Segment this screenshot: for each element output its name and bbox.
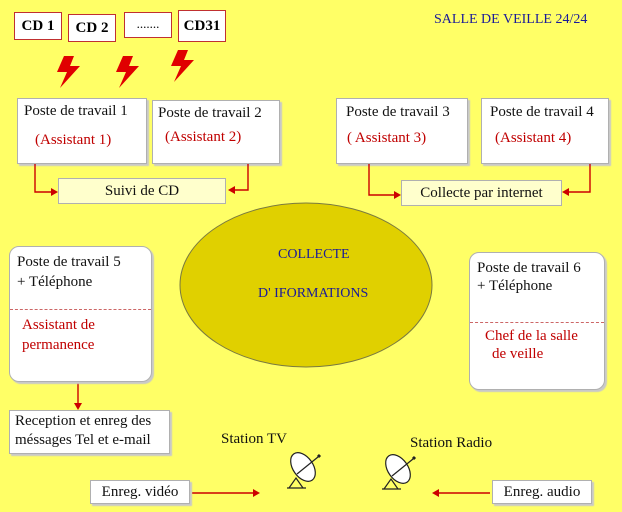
workstation-5: Poste de travail 5 + Téléphone Assistant… <box>9 246 152 382</box>
workstation-phone: + Téléphone <box>17 274 93 290</box>
reception-box: Reception et enreg des méssages Tel et e… <box>9 410 170 454</box>
enreg-audio-box: Enreg. audio <box>492 480 592 504</box>
workstation-role-line1: Chef de la salle <box>485 328 578 344</box>
cd-box-ellipsis: ....... <box>124 12 172 38</box>
workstation-label: Poste de travail 6 <box>477 260 581 276</box>
workstation-label: Poste de travail 2 <box>158 105 262 121</box>
bolt-icons <box>57 50 194 88</box>
page-title: SALLE DE VEILLE 24/24 <box>434 12 588 27</box>
bolt-icon <box>116 56 139 88</box>
reception-line1: Reception et enreg des <box>15 413 152 429</box>
dashed-divider <box>10 309 151 310</box>
collecte-internet-label: Collecte par internet <box>420 185 543 201</box>
station-radio-label: Station Radio <box>410 435 493 451</box>
center-label-line2: D' IFORMATIONS <box>258 286 369 301</box>
cd-box-2: CD 2 <box>68 14 116 42</box>
satellite-dish-icon-tv <box>287 452 322 489</box>
suivi-cd-box: Suivi de CD <box>58 178 226 204</box>
connector-arrows <box>34 164 591 494</box>
reception-line2: méssages Tel et e-mail <box>15 432 151 448</box>
collecte-internet-box: Collecte par internet <box>401 180 562 206</box>
collecte-ellipse <box>179 202 433 368</box>
workstation-label: Poste de travail 3 <box>346 104 450 120</box>
workstation-role: ( Assistant 3) <box>347 130 427 146</box>
enreg-video-box: Enreg. vidéo <box>90 480 190 504</box>
workstation-role: (Assistant 4) <box>495 130 572 146</box>
workstation-label: Poste de travail 5 <box>17 254 121 270</box>
bolt-icon <box>57 56 80 88</box>
bolt-icon <box>171 50 194 82</box>
workstation-1: Poste de travail 1 (Assistant 1) <box>17 98 147 164</box>
cd-box-1: CD 1 <box>14 12 62 40</box>
satellite-dish-icon-radio <box>382 454 417 490</box>
workstation-role-line2: permanence <box>22 337 95 353</box>
cd-label: CD 1 <box>21 18 55 34</box>
suivi-cd-label: Suivi de CD <box>104 183 180 199</box>
station-tv-label: Station TV <box>221 431 287 447</box>
cd-label: ....... <box>136 16 160 31</box>
workstation-label: Poste de travail 1 <box>24 103 128 119</box>
workstation-role-line2: de veille <box>492 346 544 362</box>
arrow-heads <box>51 186 569 497</box>
dashed-divider <box>470 322 604 323</box>
workstation-phone: + Téléphone <box>477 278 553 294</box>
workstation-3: Poste de travail 3 ( Assistant 3) <box>336 98 468 164</box>
cd-box-31: CD31 <box>178 10 226 42</box>
workstation-role: (Assistant 2) <box>165 129 242 145</box>
workstation-4: Poste de travail 4 (Assistant 4) <box>481 98 609 164</box>
cd-label: CD 2 <box>75 20 109 36</box>
enreg-video-label: Enreg. vidéo <box>101 484 179 500</box>
workstation-role-line1: Assistant de <box>22 317 95 333</box>
workstation-role: (Assistant 1) <box>35 132 112 148</box>
workstation-6: Poste de travail 6 + Téléphone Chef de l… <box>469 252 605 390</box>
enreg-audio-label: Enreg. audio <box>503 484 581 500</box>
workstation-label: Poste de travail 4 <box>490 104 594 120</box>
center-label-line1: COLLECTE <box>278 247 350 262</box>
workstation-2: Poste de travail 2 (Assistant 2) <box>152 100 280 164</box>
cd-label: CD31 <box>183 18 221 34</box>
